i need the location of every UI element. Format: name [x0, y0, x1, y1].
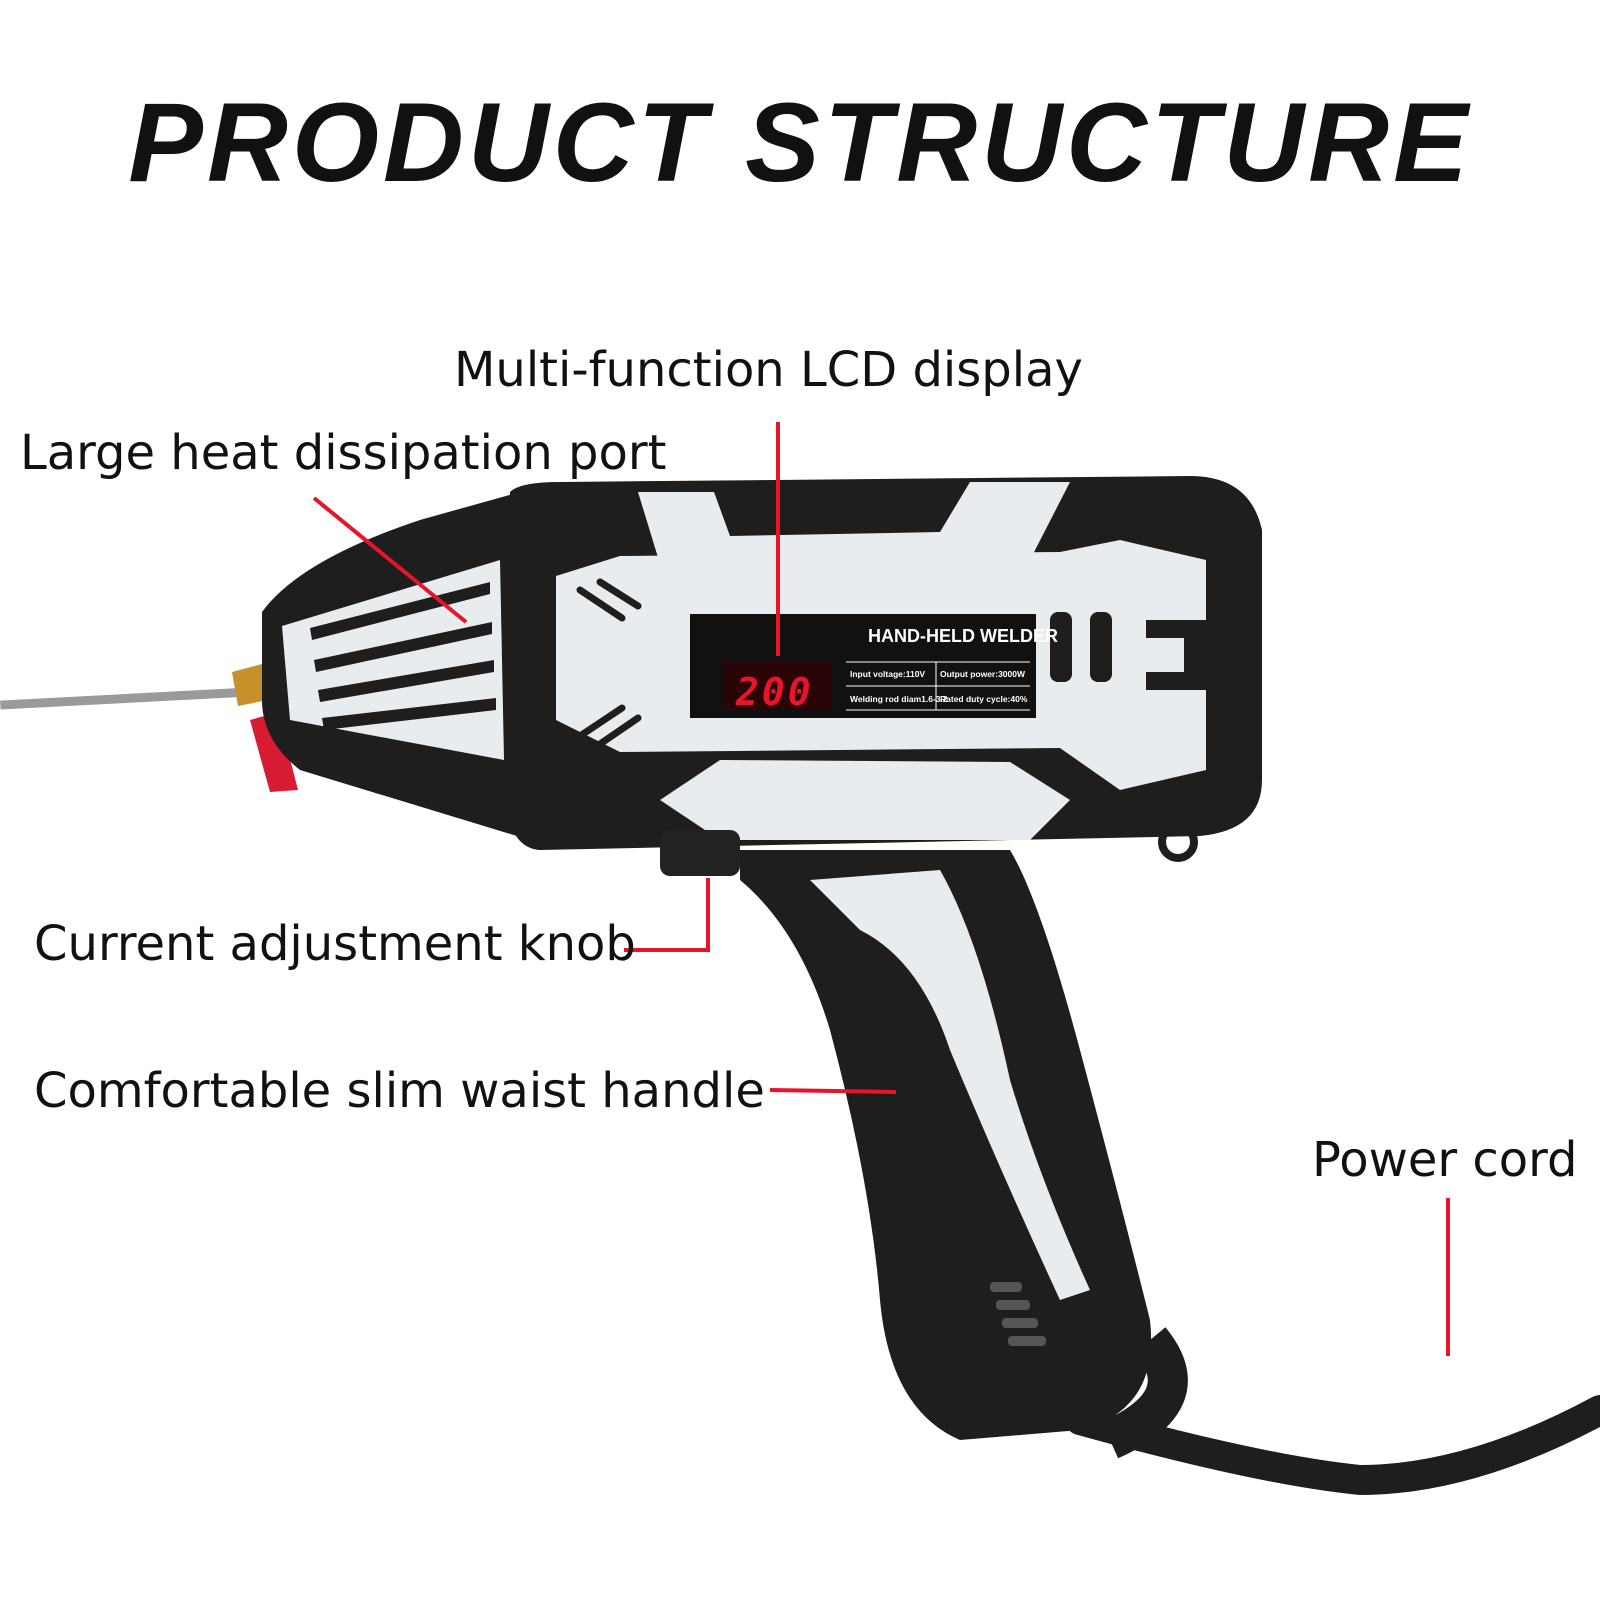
- spec-duty-cycle: Rated duty cycle:40%: [940, 694, 1028, 704]
- vent-slots: [310, 582, 496, 730]
- brass-nozzle: [232, 664, 268, 706]
- label-heat-port: Large heat dissipation port: [20, 425, 667, 481]
- label-power-cord: Power cord: [1312, 1132, 1578, 1188]
- hanging-ring: [1158, 822, 1198, 862]
- lcd-window: [724, 662, 832, 710]
- label-handle: Comfortable slim waist handle: [34, 1063, 765, 1119]
- handle-grip: [810, 870, 1090, 1300]
- leader-lines: [312, 422, 1450, 1356]
- label-adjustment-knob: Current adjustment knob: [34, 916, 636, 972]
- label-lcd-display: Multi-function LCD display: [454, 342, 1083, 398]
- lcd-readout: 200: [736, 670, 814, 714]
- welding-rod: [0, 688, 241, 710]
- bottom-strap: [660, 760, 1070, 840]
- top-strap: [638, 482, 1070, 564]
- leader-knob: [624, 878, 710, 952]
- page-title: PRODUCT STRUCTURE: [128, 80, 1472, 205]
- spec-output-power: Output power:3000W: [940, 669, 1026, 679]
- power-cord: [1065, 1395, 1600, 1496]
- spec-table-lines: [846, 661, 1030, 711]
- leader-handle: [769, 1088, 897, 1094]
- panel-slots: [576, 578, 642, 748]
- red-clip: [250, 712, 298, 792]
- adjustment-knob: [660, 830, 740, 876]
- brand-label: HAND-HELD WELDER: [868, 626, 1058, 646]
- spec-input-voltage: Input voltage:110V: [850, 669, 926, 679]
- handle-vents: [990, 1282, 1046, 1346]
- leader-heat: [312, 496, 468, 624]
- rear-cutouts: [1050, 612, 1206, 690]
- spec-rod-diameter: Welding rod diam1.6-3.2: [850, 694, 948, 704]
- handle-body: [740, 850, 1152, 1440]
